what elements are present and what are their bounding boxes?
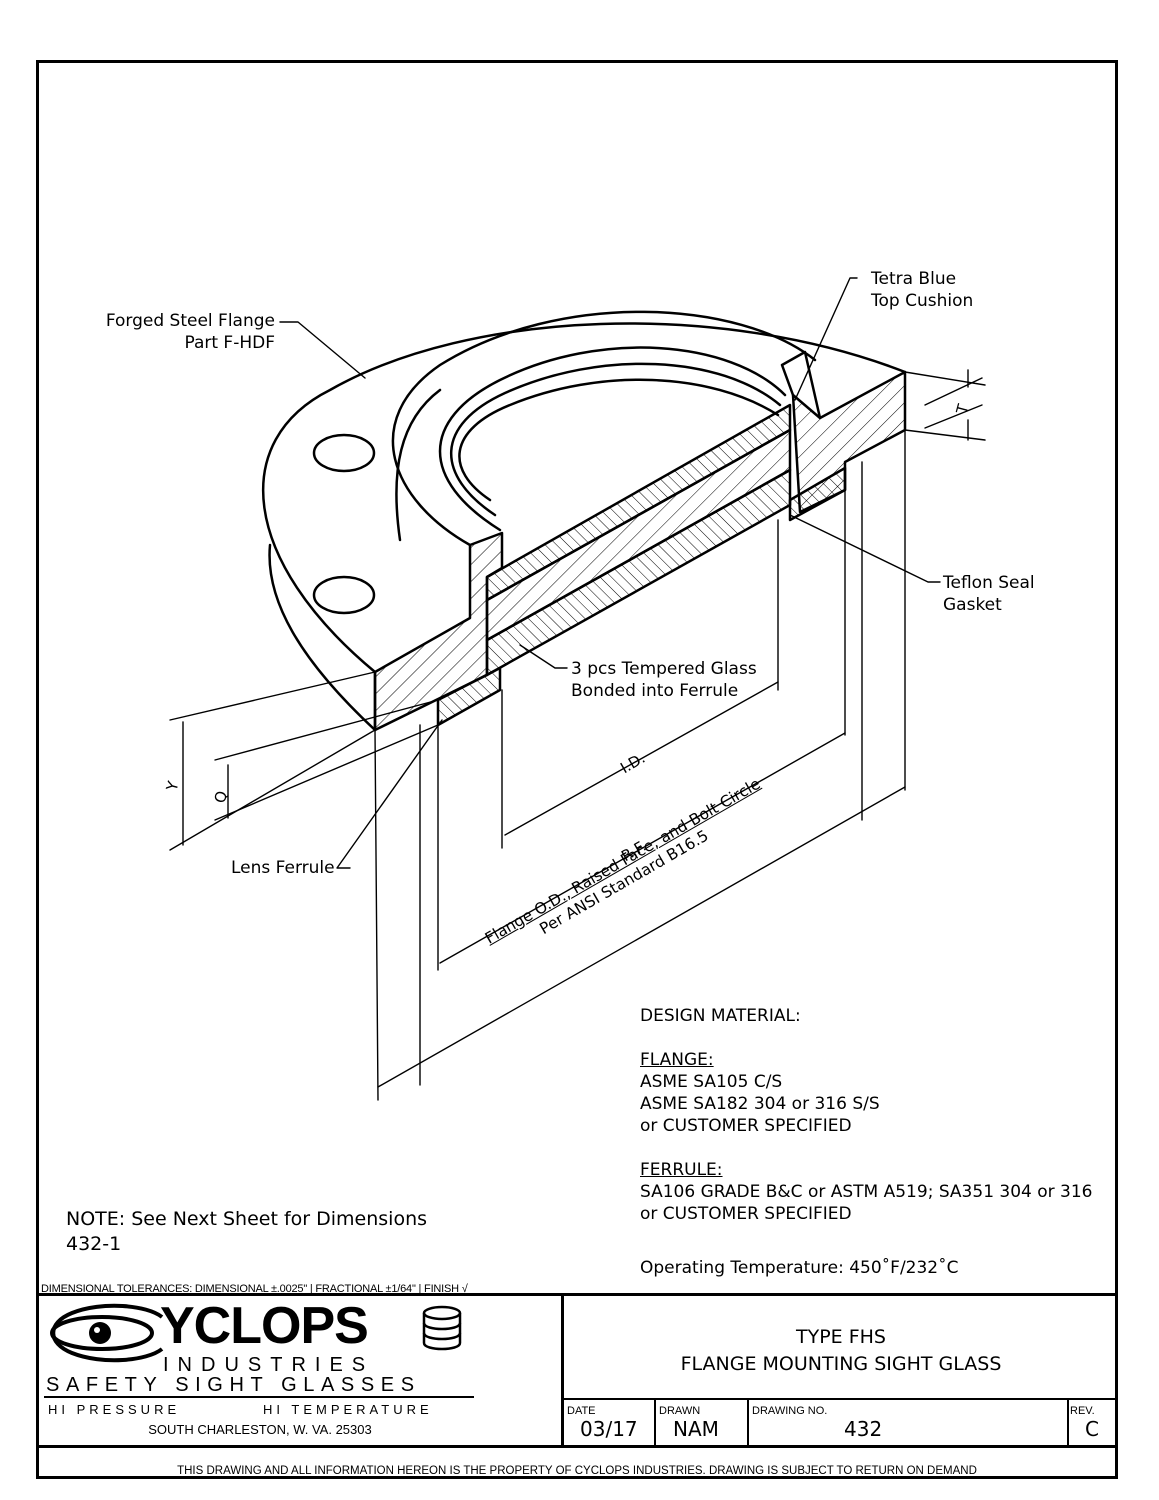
- gasket-callout: Teflon Seal Gasket: [943, 572, 1035, 616]
- drawing-no-label: DRAWING NO.: [752, 1405, 828, 1417]
- gasket-callout-line2: Gasket: [943, 595, 1002, 615]
- cushion-callout-line1: Tetra Blue: [871, 269, 957, 289]
- company-address: SOUTH CHARLESTON, W. VA. 25303: [148, 1422, 372, 1437]
- cushion-callout: Tetra Blue Top Cushion: [871, 268, 973, 312]
- ferrule-material-heading: FERRULE:: [640, 1160, 723, 1180]
- logo-tagline: SAFETY SIGHT GLASSES: [46, 1374, 421, 1396]
- title-block-divider: [561, 1293, 564, 1446]
- title-block-bottom-line: [36, 1445, 1118, 1448]
- design-material-heading: DESIGN MATERIAL:: [640, 1006, 801, 1026]
- flange-material-heading: FLANGE:: [640, 1050, 714, 1070]
- design-material-block: DESIGN MATERIAL: FLANGE: ASME SA105 C/S …: [640, 1005, 1093, 1279]
- cell-divider: [654, 1398, 656, 1446]
- flange-material-line: ASME SA182 304 or 316 S/S: [640, 1094, 880, 1114]
- logo-main-text: YCLOPS: [160, 1297, 369, 1355]
- flange-outer-edge: [261, 322, 907, 674]
- raised-face-edge: [391, 310, 817, 547]
- ferrule-material-line: SA106 GRADE B&C or ASTM A519; SA351 304 …: [640, 1182, 1093, 1202]
- glass-callout-line1: 3 pcs Tempered Glass: [571, 659, 757, 679]
- hi-pressure: HI PRESSURE: [48, 1402, 181, 1417]
- bolt-hole: [312, 433, 376, 473]
- drawing-title-line2: FLANGE MOUNTING SIGHT GLASS: [680, 1353, 1002, 1375]
- cell-divider: [747, 1398, 749, 1446]
- flange-callout-line1: Forged Steel Flange: [105, 311, 275, 331]
- logo-sub-text: INDUSTRIES: [163, 1354, 375, 1376]
- flange-material-line: ASME SA105 C/S: [640, 1072, 783, 1092]
- note-line1: NOTE: See Next Sheet for Dimensions: [66, 1208, 428, 1230]
- bolt-hole: [312, 575, 376, 615]
- date-label: DATE: [567, 1405, 596, 1417]
- sight-glass-stack-icon: [422, 1305, 462, 1351]
- drawn-label: DRAWN: [659, 1405, 701, 1417]
- flange-material-line: or CUSTOMER SPECIFIED: [640, 1116, 852, 1136]
- glass-callout-line2: Bonded into Ferrule: [571, 681, 739, 701]
- glass-layer: [485, 428, 792, 642]
- logo-underline: [44, 1396, 474, 1398]
- rev-label: REV.: [1070, 1405, 1095, 1417]
- bore-ring-outer: [438, 346, 787, 532]
- drawing-title: TYPE FHS FLANGE MOUNTING SIGHT GLASS: [564, 1324, 1118, 1378]
- property-notice: THIS DRAWING AND ALL INFORMATION HEREON …: [177, 1465, 977, 1477]
- flange-outer-side: [268, 543, 377, 732]
- glass-callout: 3 pcs Tempered Glass Bonded into Ferrule: [571, 658, 757, 702]
- cell-divider: [1067, 1398, 1069, 1446]
- hi-temperature: HI TEMPERATURE: [263, 1402, 433, 1417]
- date-value: 03/17: [580, 1417, 638, 1441]
- title-block-row-line: [561, 1398, 1118, 1400]
- cyclops-eye-logo-icon: [50, 1303, 164, 1363]
- operating-temperature: Operating Temperature: 450˚F/232˚C: [640, 1258, 959, 1278]
- ferrule-lip-left: [436, 666, 502, 727]
- drawing-no-value: 432: [844, 1417, 883, 1441]
- drawing-title-line1: TYPE FHS: [796, 1326, 886, 1348]
- tolerances: DIMENSIONAL TOLERANCES: DIMENSIONAL ±.00…: [41, 1283, 468, 1295]
- note-line2: 432-1: [66, 1233, 122, 1255]
- flange-callout-line2: Part F-HDF: [184, 333, 275, 353]
- gasket-callout-line1: Teflon Seal: [943, 573, 1035, 593]
- drawing-frame: [36, 60, 1118, 1479]
- cushion-callout-line2: Top Cushion: [871, 291, 974, 311]
- rev-value: C: [1085, 1417, 1099, 1441]
- flange-callout: Forged Steel Flange Part F-HDF: [100, 310, 275, 354]
- note-block: NOTE: See Next Sheet for Dimensions 432-…: [66, 1207, 427, 1257]
- ferrule-callout: Lens Ferrule: [231, 858, 335, 878]
- ferrule-material-line: or CUSTOMER SPECIFIED: [640, 1204, 852, 1224]
- title-block-top-line: [36, 1293, 1118, 1296]
- drawn-value: NAM: [673, 1417, 719, 1441]
